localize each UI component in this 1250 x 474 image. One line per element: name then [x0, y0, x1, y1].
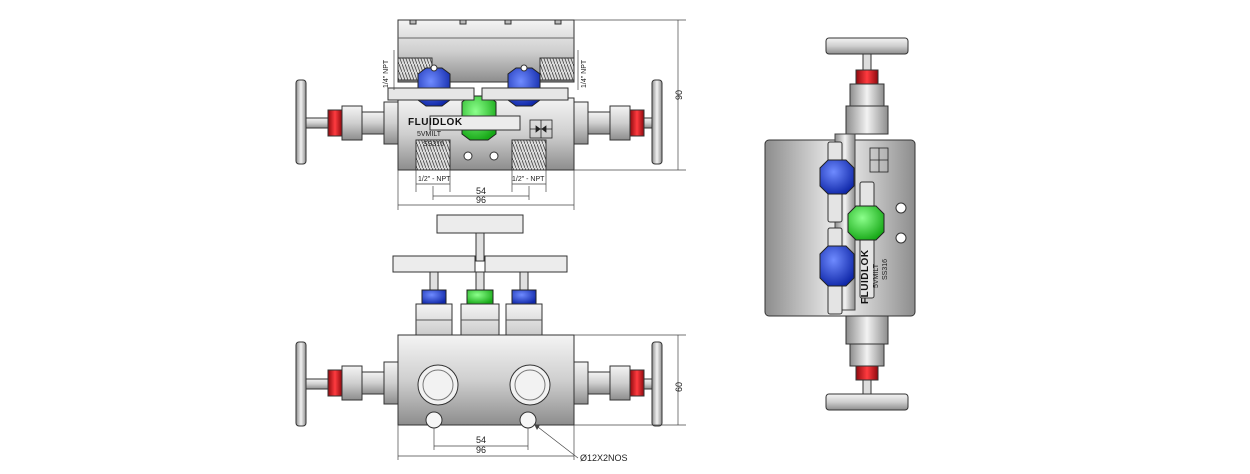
side-valve-left [295, 79, 399, 165]
handwheel-right [651, 79, 663, 165]
red-lock-right [629, 109, 645, 137]
hole-callout: Ø12X2NOS [580, 453, 628, 463]
dim-height-60: 60 [674, 382, 684, 392]
side-view: FLUIDLOK 5VMILT SS316 [764, 37, 916, 411]
dim-width-96-top: 96 [476, 195, 486, 205]
thread-half-label-left: 1/2" - NPT [418, 176, 451, 183]
thread-half-npt-right [511, 139, 547, 171]
top-view: FLUIDLOK 5VMILT SS316 [295, 19, 686, 210]
model-label: 5VMILT [417, 131, 442, 138]
center-handle-front [436, 214, 524, 234]
left-handle-front [392, 255, 476, 273]
thread-quarter-npt-right [539, 57, 575, 81]
red-lock-left [327, 109, 343, 137]
thread-half-label-right: 1/2" - NPT [512, 176, 545, 183]
model-label-side: 5VMILT [873, 263, 880, 288]
side-valve-left-front [295, 341, 399, 427]
valve-schematic-symbol-side [869, 147, 889, 173]
dim-width-96-bottom: 96 [476, 445, 486, 455]
thread-quarter-label-right: 1/4" NPT [581, 59, 588, 88]
handwheel-bottom [825, 393, 909, 411]
port-left [417, 364, 459, 406]
right-handle-front [484, 255, 568, 273]
brand-label-side: FLUIDLOK [860, 249, 871, 304]
side-hole-lower [895, 232, 907, 244]
mount-hole-left [425, 411, 443, 429]
port-right [509, 364, 551, 406]
thread-half-npt-left [415, 139, 451, 171]
blue-cap-lower-side [819, 245, 855, 287]
handwheel-left [295, 79, 307, 165]
blue-cap-right-front [511, 289, 537, 305]
handle-bar-right [481, 87, 569, 101]
green-cap-side [847, 205, 885, 241]
side-valve-right-front [573, 341, 663, 427]
valve-schematic-symbol [529, 119, 553, 139]
blue-cap-upper-side [819, 159, 855, 195]
blue-cap-left-front [421, 289, 447, 305]
red-lock-left-front [327, 369, 343, 397]
side-valve-right [573, 79, 663, 165]
side-hole-upper [895, 202, 907, 214]
front-view: 60 54 96 Ø12X2NOS [295, 214, 686, 463]
dim-height-90: 90 [674, 90, 684, 100]
red-lock-right-front [629, 369, 645, 397]
handle-bar-center [429, 115, 521, 131]
handwheel-top [825, 37, 909, 55]
dim-width-54-top: 54 [476, 186, 486, 196]
handle-bar-left [387, 87, 475, 101]
dim-width-54-bottom: 54 [476, 435, 486, 445]
mount-hole-right [519, 411, 537, 429]
material-label-side: SS316 [882, 259, 889, 280]
red-lock-top [855, 69, 879, 85]
brand-label: FLUIDLOK [408, 117, 463, 128]
thread-quarter-label-left: 1/4" NPT [383, 59, 390, 88]
material-label: SS316 [423, 141, 444, 148]
red-lock-bottom [855, 365, 879, 381]
green-cap-front [466, 289, 494, 305]
